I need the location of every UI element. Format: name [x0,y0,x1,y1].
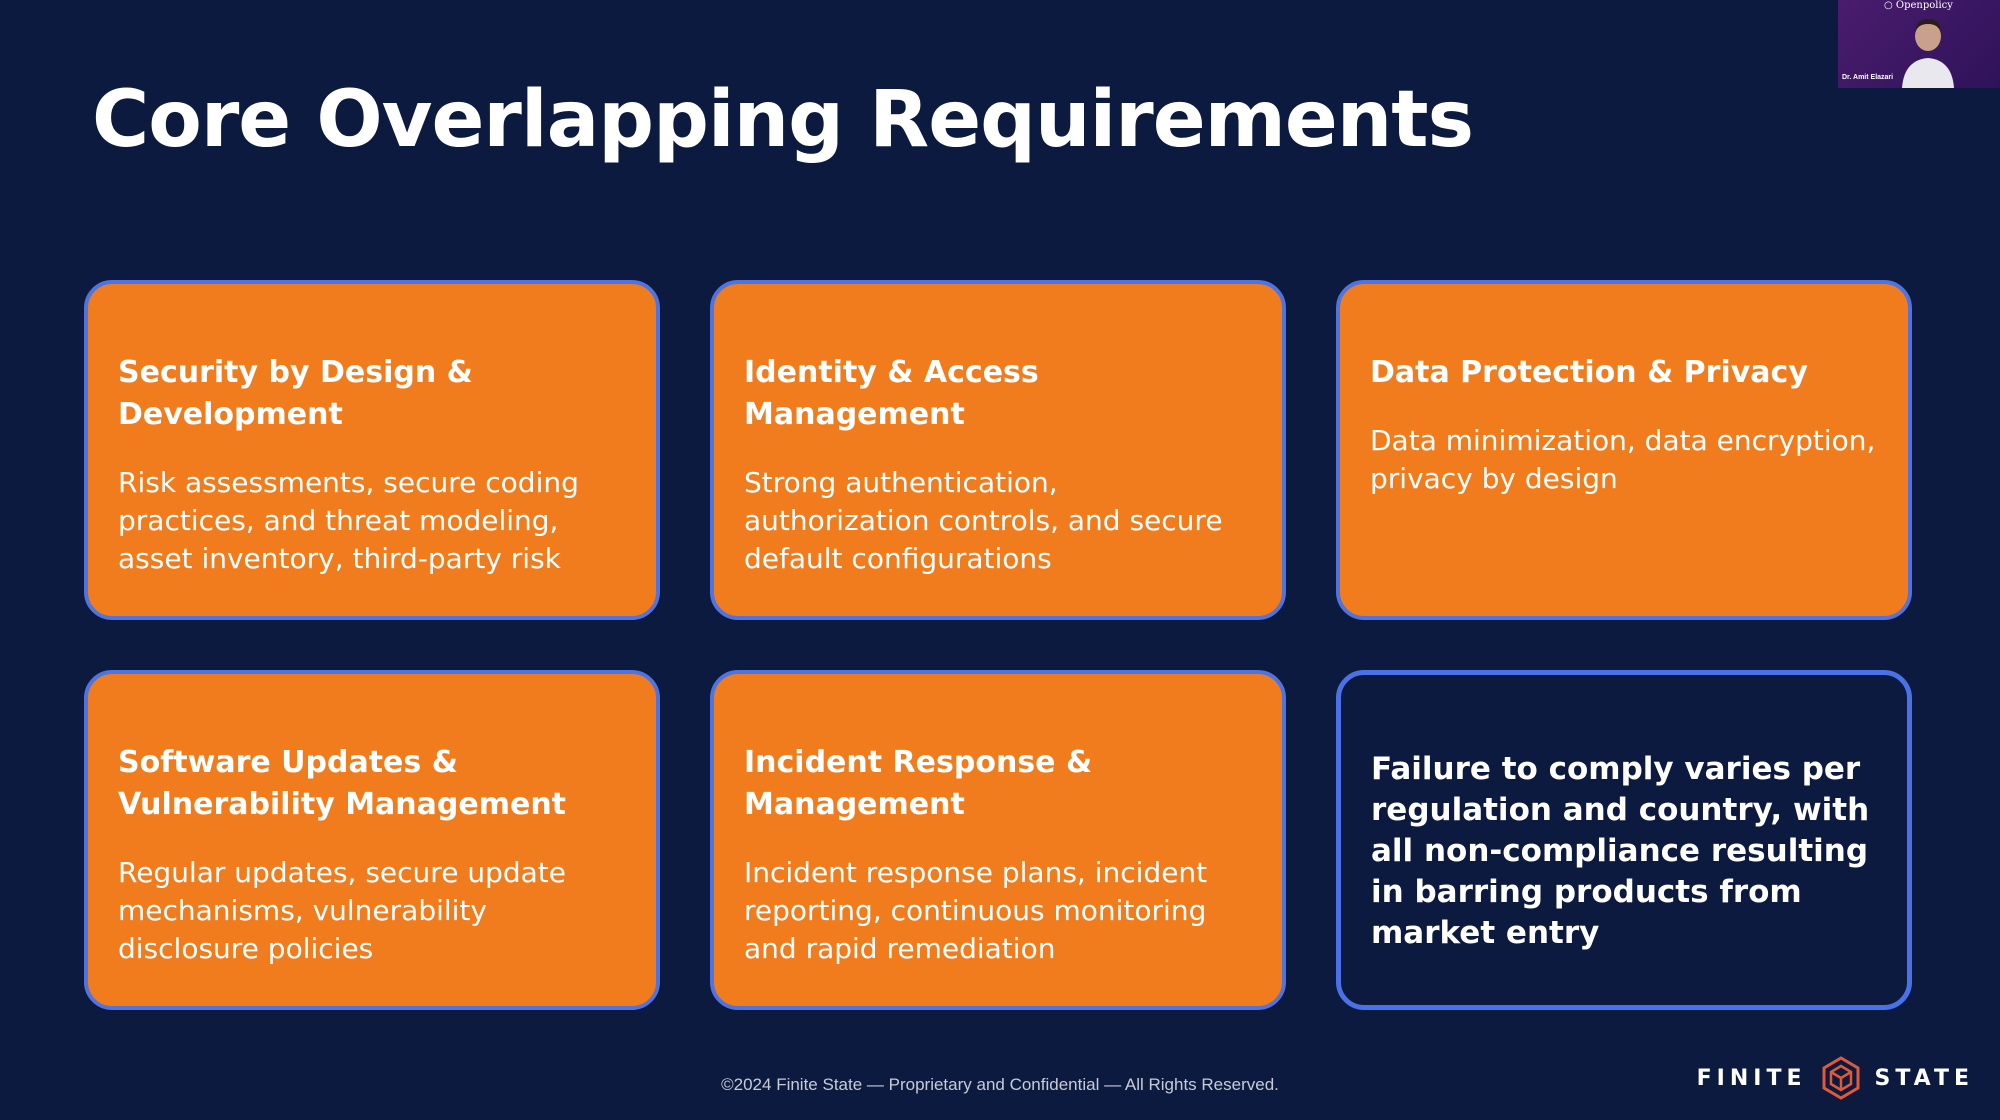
footer-copyright: ©2024 Finite State — Proprietary and Con… [721,1075,1279,1094]
card-body: Incident response plans, incident report… [744,856,1208,965]
brand-word-left: FINITE [1696,1065,1807,1091]
card-body: Data minimization, data encryption, priv… [1370,424,1876,495]
card-body: Regular updates, secure update mechanism… [118,856,566,965]
card-identity-access: Identity & Access Management Strong auth… [710,280,1286,620]
card-software-updates: Software Updates & Vulnerability Managem… [84,670,660,1010]
card-incident-response: Incident Response & Management Incident … [710,670,1286,1010]
brand-word-right: STATE [1874,1065,1974,1091]
participant-name: Dr. Amit Elazari [1842,74,1894,81]
brand-logo: FINITE STATE [1697,1056,1974,1100]
hexagon-cube-logo-icon [1821,1056,1861,1100]
slide-title: Core Overlapping Requirements [92,75,1474,165]
card-title: Data Protection & Privacy [1370,355,1808,390]
card-title: Incident Response & Management [744,745,1093,822]
card-title: Identity & Access Management [744,355,1039,432]
card-body: Strong authentication, authorization con… [744,466,1223,575]
card-security-by-design: Security by Design & Development Risk as… [84,280,660,620]
card-body: Risk assessments, secure coding practice… [118,466,579,575]
card-title: Software Updates & Vulnerability Managem… [118,745,567,822]
card-non-compliance-note: Failure to comply varies per regulation … [1336,670,1912,1010]
openpolicy-logo: ○ Openpolicy [1884,0,1953,11]
participant-avatar-icon [1902,18,1954,88]
card-data-protection: Data Protection & Privacy Data minimizat… [1336,280,1912,620]
participant-video-tile[interactable]: ○ Openpolicy Dr. Amit Elazari [1838,0,2000,88]
card-body: Failure to comply varies per regulation … [1371,751,1870,951]
card-title: Security by Design & Development [118,355,473,432]
